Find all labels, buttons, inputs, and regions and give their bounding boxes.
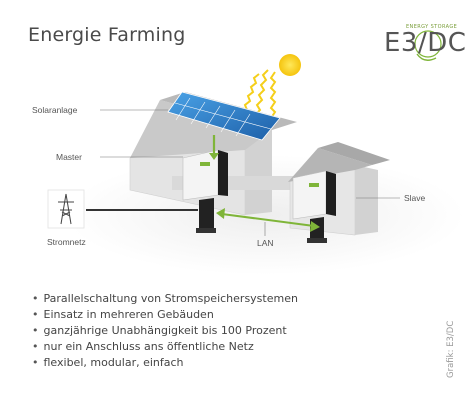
brand-logo: ENERGY STORAGE E3/DC (384, 14, 466, 70)
label-slave: Slave (404, 193, 426, 203)
list-item: •flexibel, modular, einfach (32, 356, 184, 369)
image-credit: Grafik: E3/DC (446, 320, 456, 378)
sun-icon (243, 54, 301, 119)
list-item: •ganzjährige Unabhängigkeit bis 100 Proz… (32, 324, 287, 337)
energy-diagram (47, 54, 465, 275)
list-item: •nur ein Anschluss ans öffentliche Netz (32, 340, 254, 353)
logo-text: E3/DC (384, 28, 467, 58)
master-unit (182, 149, 228, 233)
page-title: Energie Farming (28, 24, 186, 46)
pylon-icon (47, 189, 85, 229)
bullet-icon: • (32, 324, 39, 337)
bullet-icon: • (32, 292, 39, 305)
logo-tagline: ENERGY STORAGE (406, 24, 458, 30)
logo-ring (414, 30, 442, 58)
lan-link (221, 213, 315, 227)
list-item: •Parallelschaltung von Stromspeichersyst… (32, 292, 298, 305)
bullet-icon: • (32, 308, 39, 321)
label-lan: LAN (257, 238, 274, 248)
bullet-icon: • (32, 356, 39, 369)
label-master: Master (56, 152, 82, 162)
logo-swoosh (416, 53, 437, 61)
label-solar: Solaranlage (32, 105, 78, 115)
feature-list: •Parallelschaltung von Stromspeichersyst… (32, 291, 298, 371)
list-item: •Einsatz in mehreren Gebäuden (32, 308, 214, 321)
logo-graphic (414, 30, 442, 61)
label-grid: Stromnetz (47, 237, 86, 247)
bullet-icon: • (32, 340, 39, 353)
